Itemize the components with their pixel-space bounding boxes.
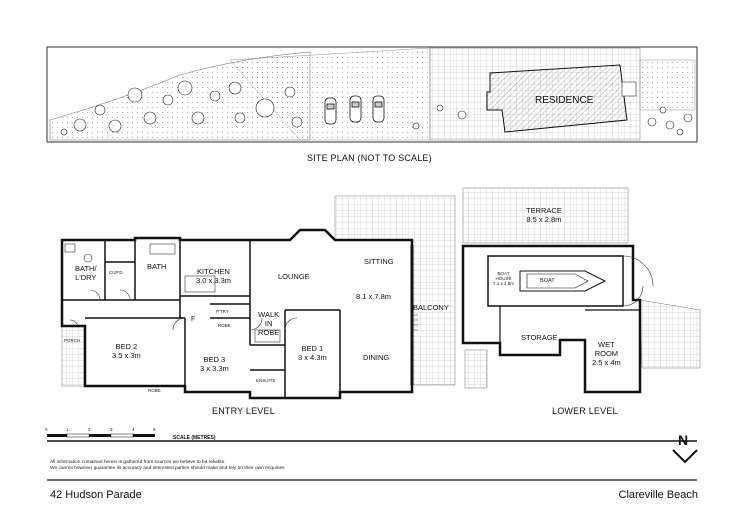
entry-outline <box>60 228 414 400</box>
room-ensuite: ENSUITE <box>256 378 276 383</box>
car-icons <box>324 95 385 125</box>
room-storage: STORAGE <box>521 333 558 342</box>
room-sitting: SITTING <box>364 257 394 266</box>
entry-level-plan <box>60 195 456 400</box>
room-balcony: BALCONY <box>413 303 449 312</box>
porch <box>61 325 85 387</box>
lower-level-caption: LOWER LEVEL <box>552 406 618 416</box>
boat-label: BOAT <box>540 278 555 284</box>
footer-suburb: Clareville Beach <box>618 489 698 501</box>
room-dining: DINING <box>363 353 390 362</box>
site-plan <box>46 46 698 143</box>
room-lounge: LOUNGE <box>278 272 310 281</box>
room-bed2: BED 2 3.5 x 3m <box>112 342 141 360</box>
terrace <box>462 187 629 244</box>
entry-level-caption: ENTRY LEVEL <box>212 406 275 416</box>
scale-label: SCALE (METRES) <box>173 435 216 441</box>
room-terrace: TERRACE 8.5 x 2.8m <box>526 206 562 224</box>
scale-tick-5: 5 <box>153 427 156 432</box>
scale-tick-1: 1 <box>66 427 69 432</box>
north-arrow-icon <box>672 449 698 464</box>
room-bath-laundry: BATH/ L'DRY <box>75 264 97 282</box>
residence-label: RESIDENCE <box>535 95 594 106</box>
footer-address: 42 Hudson Parade <box>50 489 142 501</box>
disclaimer-line-2: We cannot however guarantee its accuracy… <box>50 466 285 471</box>
room-cupd: CUP'D <box>109 270 123 275</box>
scale-tick-4: 4 <box>132 427 135 432</box>
room-wet-room: WET ROOM 2.5 x 4m <box>592 340 621 367</box>
room-boat-house: BOAT HOUSE 7.1 x 2.8m <box>493 271 515 286</box>
room-bed3: BED 3 3 x 3.3m <box>200 355 229 373</box>
scale-bar <box>47 433 697 442</box>
boat-outline <box>519 270 607 292</box>
room-kitchen: KITCHEN 3.0 x 3.3m <box>196 267 232 285</box>
room-robe-1: ROBE <box>218 323 231 328</box>
room-f: F <box>191 316 196 323</box>
scale-tick-0: 0 <box>45 427 48 432</box>
room-lounge-size: 8.1 x 7.8m <box>356 292 392 301</box>
site-plan-caption: SITE PLAN (NOT TO SCALE) <box>307 153 432 163</box>
room-bed1: BED 1 3 x 4.3m <box>298 344 327 362</box>
room-porch: PORCH <box>64 338 81 343</box>
tree-icons <box>60 80 693 136</box>
scale-tick-3: 3 <box>110 427 113 432</box>
room-robe-2: ROBE <box>148 388 161 393</box>
disclaimer-line-1: All information contained herein is gath… <box>50 460 226 465</box>
north-label: N <box>678 432 689 448</box>
room-walk-in-robe: WALK IN ROBE <box>258 310 280 337</box>
scale-tick-2: 2 <box>88 427 91 432</box>
lower-level-plan <box>461 187 701 394</box>
room-pantry: P'TRY <box>216 309 229 314</box>
room-bath: BATH <box>147 262 167 271</box>
